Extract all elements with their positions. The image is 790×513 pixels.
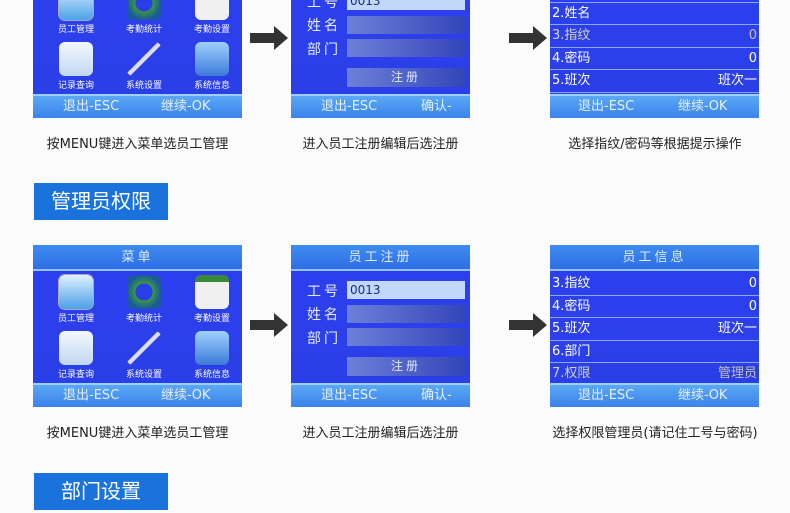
info-row[interactable]: 3.指纹 0: [550, 25, 759, 48]
system-settings-icon: [127, 42, 161, 76]
screen-footer: 退出-ESC 确认-OK: [291, 94, 470, 118]
esc-hint[interactable]: 退出-ESC: [321, 388, 378, 403]
system-info-icon: [195, 42, 229, 76]
employee-info-screen: 员工信息 3.指纹 0 4.密码 0 5.班次 班次一 6.部门 7.权限 管理…: [550, 245, 759, 407]
menu-item[interactable]: 考勤设置: [177, 0, 242, 38]
menu-item[interactable]: 系统信息: [177, 42, 242, 94]
screen-footer: 退出-ESC 继续-OK: [33, 383, 242, 407]
attendance-settings-icon: [195, 0, 229, 20]
menu-item[interactable]: 系统设置: [109, 42, 179, 94]
screen-footer: 退出-ESC 继续-OK: [550, 94, 759, 118]
step-caption: 进入员工注册编辑后选注册: [302, 137, 459, 152]
ok-hint[interactable]: 继续-OK: [678, 99, 728, 114]
employee-info-screen: 员工信息 1.工号 2.姓名 3.指纹 0 4.密码 0 5.班次 班次一 退出…: [550, 0, 759, 118]
menu-item[interactable]: 考勤设置: [177, 275, 242, 327]
ok-hint[interactable]: 继续-OK: [161, 388, 211, 403]
menu-item[interactable]: 员工管理: [41, 0, 111, 38]
screen-title: 员工信息: [550, 245, 759, 271]
register-button[interactable]: 注册: [347, 68, 465, 87]
step-caption: 按MENU键进入菜单选员工管理: [46, 426, 229, 441]
ok-hint[interactable]: 继续-OK: [678, 388, 728, 403]
step-caption: 按MENU键进入菜单选员工管理: [46, 137, 229, 152]
menu-item[interactable]: 记录查询: [41, 42, 111, 94]
info-row[interactable]: 1.工号: [550, 0, 759, 3]
arrow-right-icon: [509, 26, 547, 50]
name-field[interactable]: [347, 16, 465, 34]
arrow-right-icon: [509, 313, 547, 337]
register-screen: 员工注册 工号 0013 姓名 部门 注册 退出-ESC 确认-OK: [291, 0, 470, 118]
info-row[interactable]: 4.密码 0: [550, 296, 759, 318]
employee-icon: [58, 274, 94, 310]
register-screen: 员工注册 工号 0013 姓名 部门 注册 退出-ESC 确认-OK: [291, 245, 470, 407]
menu-screen: 菜单 员工管理 考勤统计 考勤设置 记录查询 系统设置 系统信息 退出-ESC …: [33, 0, 242, 118]
info-row[interactable]: 2.姓名: [550, 3, 759, 25]
esc-hint[interactable]: 退出-ESC: [63, 388, 120, 403]
record-query-icon: [59, 331, 93, 365]
esc-hint[interactable]: 退出-ESC: [63, 99, 120, 114]
menu-item[interactable]: 考勤统计: [109, 0, 179, 38]
arrow-right-icon: [250, 26, 288, 50]
name-field[interactable]: [347, 305, 465, 323]
ok-hint[interactable]: 继续-OK: [161, 99, 211, 114]
attendance-settings-icon: [195, 275, 229, 309]
screen-footer: 退出-ESC 确认-OK: [291, 383, 470, 407]
info-row[interactable]: 6.部门: [550, 341, 759, 363]
employee-id-field[interactable]: 0013: [347, 0, 465, 10]
esc-hint[interactable]: 退出-ESC: [321, 99, 378, 114]
system-info-icon: [195, 331, 229, 365]
arrow-right-icon: [250, 313, 288, 337]
employee-id-field[interactable]: 0013: [347, 281, 465, 299]
screen-title: 菜单: [33, 245, 242, 271]
step-caption: 选择指纹/密码等根据提示操作: [568, 137, 742, 152]
section-header: 管理员权限: [34, 183, 168, 220]
info-row[interactable]: 5.班次 班次一: [550, 70, 759, 93]
esc-hint[interactable]: 退出-ESC: [578, 99, 635, 114]
record-query-icon: [59, 42, 93, 76]
department-field[interactable]: [347, 39, 465, 57]
menu-item[interactable]: 记录查询: [41, 331, 111, 383]
screen-footer: 退出-ESC 继续-OK: [33, 94, 242, 118]
info-row[interactable]: 4.密码 0: [550, 48, 759, 70]
screen-title: 员工注册: [291, 245, 470, 271]
section-header: 部门设置: [34, 473, 168, 510]
menu-item[interactable]: 考勤统计: [109, 275, 179, 327]
info-row[interactable]: 3.指纹 0: [550, 273, 759, 296]
department-field[interactable]: [347, 328, 465, 346]
ok-hint[interactable]: 确认-OK: [421, 388, 452, 403]
esc-hint[interactable]: 退出-ESC: [578, 388, 635, 403]
menu-item[interactable]: 员工管理: [41, 274, 111, 327]
menu-item[interactable]: 系统设置: [109, 331, 179, 383]
employee-icon: [58, 0, 94, 21]
menu-item[interactable]: 系统信息: [177, 331, 242, 383]
ok-hint[interactable]: 确认-OK: [421, 99, 452, 114]
step-caption: 进入员工注册编辑后选注册: [302, 426, 459, 441]
attendance-stats-icon: [127, 275, 161, 309]
step-caption: 选择权限管理员(请记住工号与密码): [552, 426, 758, 441]
system-settings-icon: [127, 331, 161, 365]
info-row[interactable]: 5.班次 班次一: [550, 318, 759, 341]
menu-screen: 菜单 员工管理 考勤统计 考勤设置 记录查询 系统设置 系统信息 退出-ESC …: [33, 245, 242, 407]
attendance-stats-icon: [127, 0, 161, 20]
screen-footer: 退出-ESC 继续-OK: [550, 383, 759, 407]
register-button[interactable]: 注册: [347, 357, 465, 376]
